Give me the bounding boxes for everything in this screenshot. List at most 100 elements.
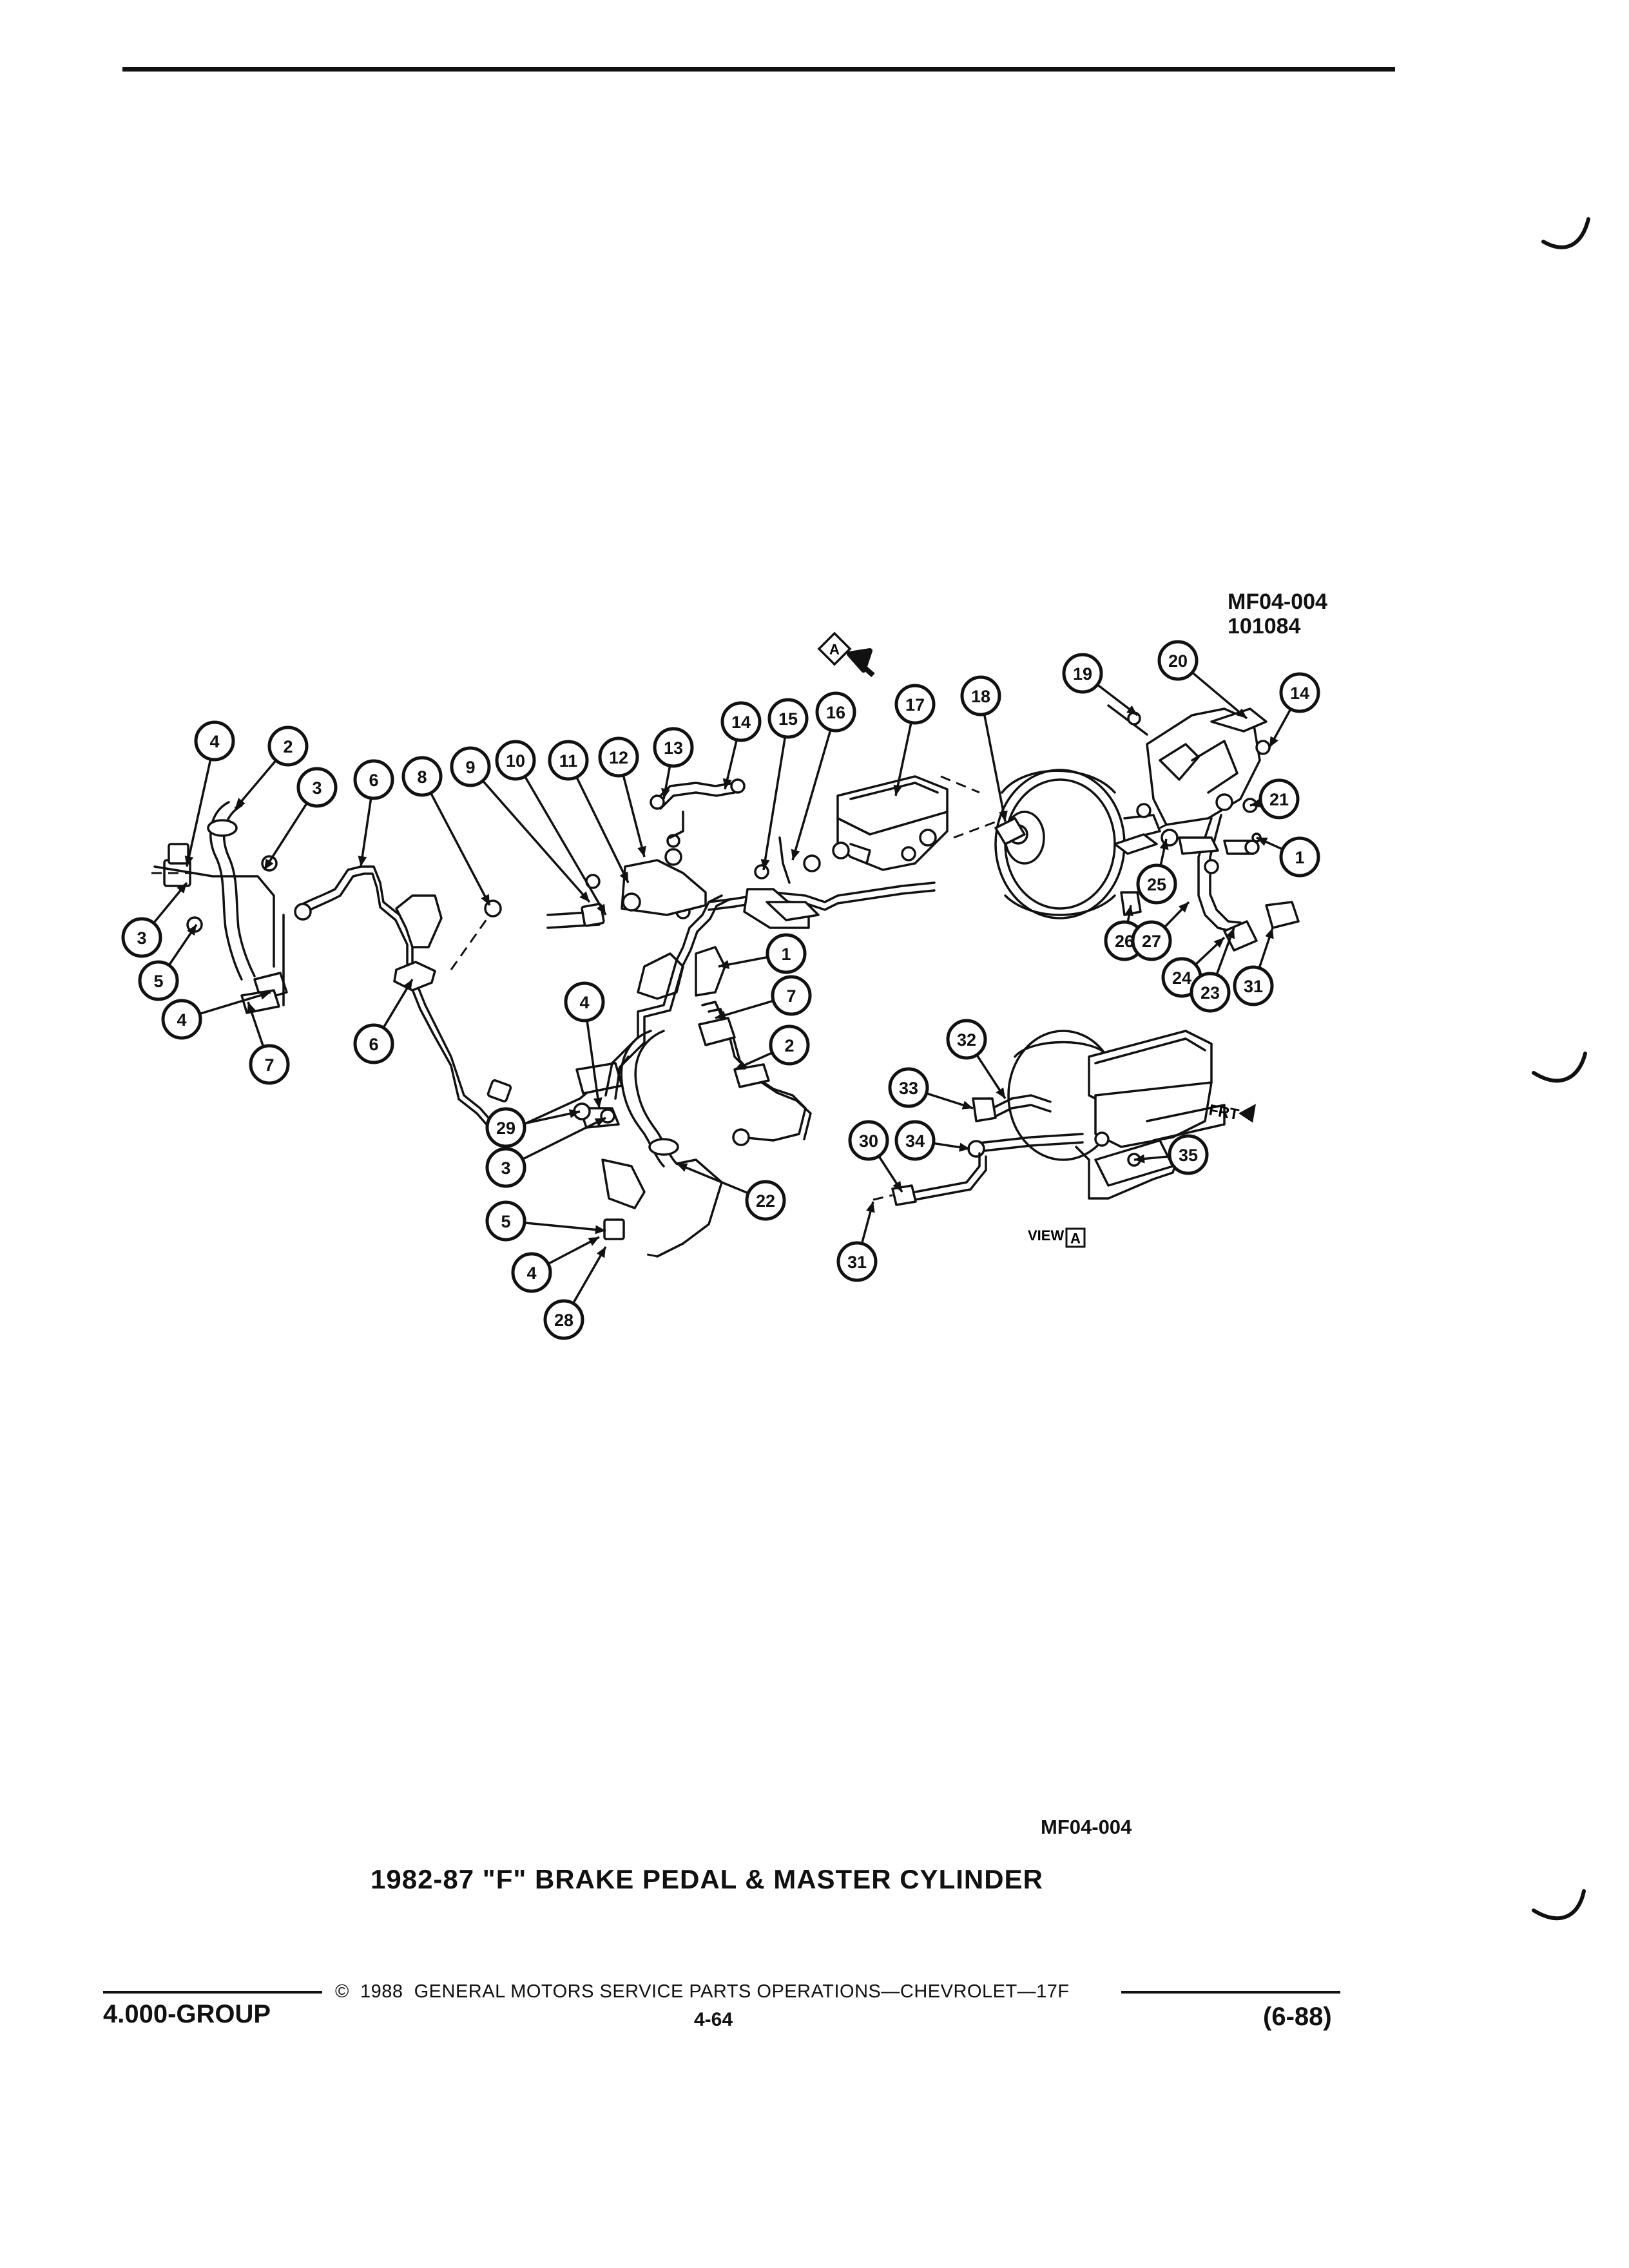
callout-circle [353, 1023, 394, 1064]
callout-circle [769, 1024, 810, 1066]
callout-number: 1 [1295, 848, 1304, 867]
callout-circle [138, 960, 179, 1001]
callout-number: 15 [778, 709, 798, 729]
callout-arrowhead [791, 849, 800, 860]
callout-number: 9 [465, 758, 475, 777]
callout-number: 10 [506, 751, 525, 771]
callout-circle [1157, 640, 1199, 681]
callout-3: 3 [485, 1147, 526, 1188]
callout-arrowhead [1250, 798, 1262, 808]
top-rule [122, 67, 1395, 72]
callout-number: 17 [905, 695, 925, 715]
callout-arrowhead [760, 859, 770, 870]
view-a-label: VIEW A [1028, 1227, 1086, 1248]
callout-number: 7 [786, 986, 796, 1006]
callout-circle [720, 701, 762, 742]
callout-27: 27 [1131, 920, 1172, 961]
callout-circle [296, 767, 338, 808]
callout-leader [576, 778, 630, 883]
callout-arrowhead [637, 845, 646, 857]
callout-number: 11 [559, 751, 578, 771]
callout-circle [485, 1200, 526, 1242]
callout-circle [1190, 972, 1231, 1013]
callout-circle [1136, 863, 1177, 905]
master-cylinder [832, 775, 1006, 871]
callout-number: 18 [971, 687, 990, 706]
footer-page-number: 4-64 [694, 2009, 733, 2030]
callout-5: 5 [138, 960, 179, 1001]
callout-circle [894, 684, 936, 725]
callout-12: 12 [598, 736, 639, 778]
scan-mark [1532, 1889, 1586, 1921]
callout-arrowhead [1269, 736, 1278, 747]
callout-33: 33 [888, 1067, 929, 1108]
callout-number: 4 [526, 1264, 536, 1283]
callout-32: 32 [946, 1019, 987, 1060]
callout-leader [762, 738, 786, 870]
callout-13: 13 [653, 727, 694, 768]
callout-4: 4 [511, 1252, 552, 1293]
callout-circle [249, 1044, 290, 1085]
footer-copyright: © 1988 GENERAL MOTORS SERVICE PARTS OPER… [335, 1981, 1070, 2002]
callout-leaders [153, 672, 1291, 1303]
callout-10: 10 [495, 740, 536, 781]
view-label-box: A [1070, 1231, 1081, 1247]
callout-number: 31 [847, 1253, 867, 1272]
callout-number: 24 [1172, 968, 1191, 988]
callout-circle [1062, 653, 1103, 694]
callout-number: 20 [1168, 651, 1188, 671]
callout-arrowhead [1257, 838, 1268, 846]
callout-7: 7 [771, 975, 812, 1016]
callout-leader [983, 715, 1007, 822]
callout-circle [894, 1120, 936, 1161]
callout-arrowhead [1236, 708, 1247, 718]
callout-number: 4 [209, 732, 219, 751]
callout-31: 31 [836, 1241, 878, 1282]
callout-arrowhead [866, 1202, 875, 1213]
callout-leader [523, 1117, 606, 1160]
caption-title: 1982-87 "F" BRAKE PEDAL & MASTER CYLINDE… [371, 1864, 1043, 1894]
callout-number: 29 [496, 1119, 516, 1138]
callout-circle [848, 1120, 889, 1161]
callout-arrowhead [715, 1010, 727, 1020]
callout-34: 34 [894, 1120, 936, 1161]
callout-leader [483, 781, 591, 903]
callout-circle [767, 698, 809, 739]
callout-21: 21 [1258, 778, 1300, 820]
callout-11: 11 [548, 740, 589, 781]
callout-leader [586, 1021, 601, 1109]
callout-arrowhead [718, 960, 730, 969]
callout-16: 16 [815, 691, 856, 733]
callout-circle [353, 759, 394, 800]
callout-circle [960, 675, 1001, 716]
callout-number: 22 [756, 1191, 775, 1211]
callout-arrowhead [481, 894, 490, 905]
callout-arrowhead [593, 1097, 602, 1108]
callout-6: 6 [353, 759, 394, 800]
callout-circle [121, 917, 162, 958]
callout-number: 5 [501, 1212, 510, 1231]
callout-arrowhead [893, 784, 903, 796]
callout-3: 3 [121, 917, 162, 958]
caption-code: MF04-004 [1041, 1816, 1132, 1838]
callout-circle [485, 1107, 526, 1148]
callout-9: 9 [450, 746, 491, 787]
callout-leader [234, 760, 276, 810]
callout-arrowhead [619, 871, 628, 883]
callout-22: 22 [745, 1180, 786, 1221]
callout-circle [161, 999, 202, 1040]
callout-number: 14 [731, 713, 751, 732]
callout-number: 3 [501, 1158, 510, 1178]
view-a-detail [872, 1030, 1226, 1206]
callout-number: 6 [369, 771, 378, 790]
brake-pedal-assembly [1107, 704, 1300, 952]
callout-number: 13 [664, 738, 683, 758]
front-arrow-icon [1239, 1104, 1256, 1123]
callout-15: 15 [767, 698, 809, 739]
callout-circle [1131, 920, 1172, 961]
view-label-prefix: VIEW [1028, 1227, 1064, 1244]
callout-arrowhead [961, 1100, 973, 1110]
callout-17: 17 [894, 684, 936, 725]
callout-arrowhead [1178, 902, 1189, 913]
callout-30: 30 [848, 1120, 889, 1161]
